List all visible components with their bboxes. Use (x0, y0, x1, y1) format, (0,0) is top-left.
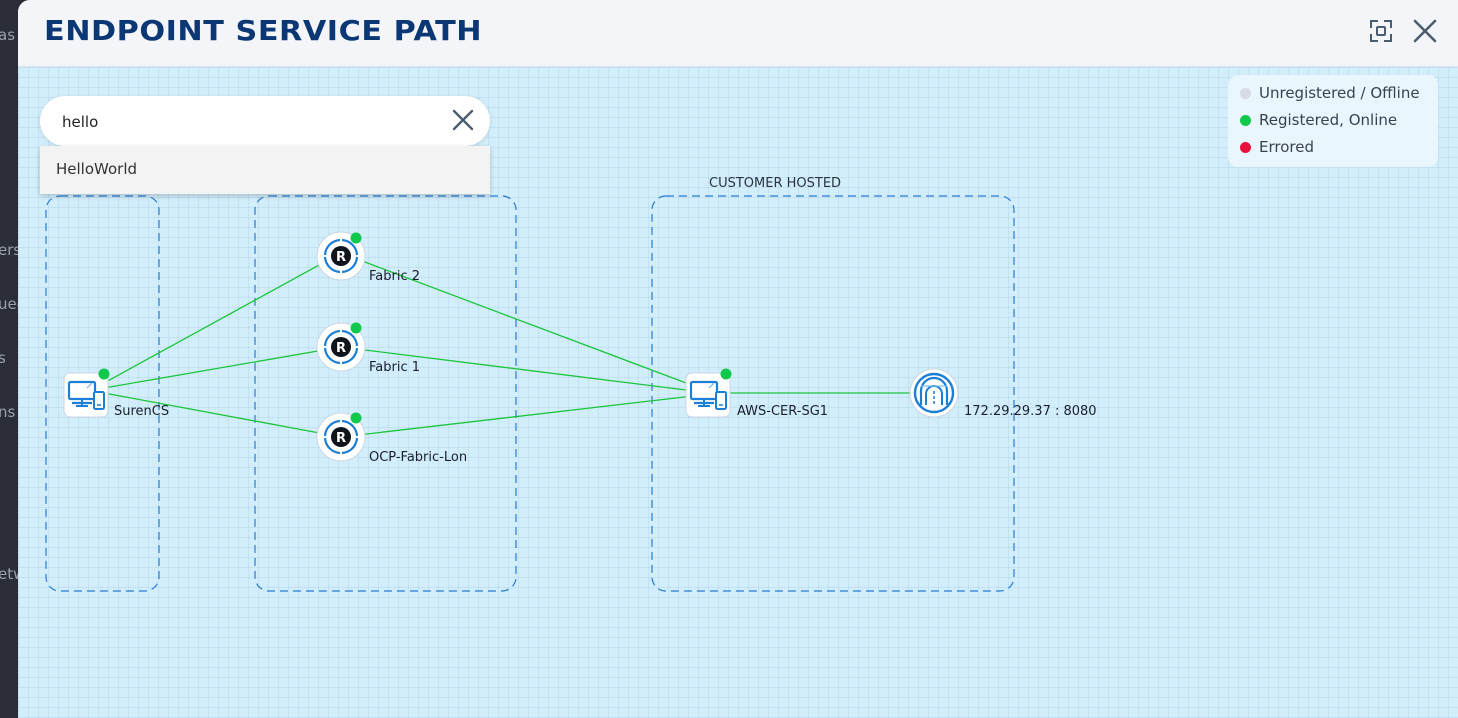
close-button[interactable] (1410, 16, 1440, 46)
node-label: SurenCS (114, 404, 169, 419)
close-icon (1413, 19, 1437, 43)
node-label: Fabric 2 (369, 269, 420, 284)
edge-fabric2-aws[interactable] (340, 252, 711, 393)
background-text: ued (0, 295, 18, 313)
background-text: s (0, 349, 6, 367)
edge-fabric1-aws[interactable] (340, 346, 711, 394)
node-surencs[interactable]: SurenCS (62, 368, 169, 420)
edge-surencs-fabric1[interactable] (103, 346, 342, 389)
background-text: etw (0, 565, 18, 583)
endpoint-service-path-modal: ENDPOINT SERVICE PATH (18, 0, 1458, 718)
service-endpoint-icon (908, 367, 960, 419)
client-device-icon (62, 371, 110, 419)
node-service-endpoint[interactable]: 172.29.29.37 : 8080 (908, 367, 1097, 419)
background-text: ers (0, 241, 18, 259)
status-online-dot (98, 368, 110, 380)
status-online-dot (720, 368, 732, 380)
edge-surencs-ocp[interactable] (103, 392, 342, 438)
legend-label: Unregistered / Offline (1259, 84, 1420, 102)
group-box-source (45, 195, 160, 592)
search-input[interactable] (60, 108, 434, 136)
status-legend: Unregistered / Offline Registered, Onlin… (1228, 75, 1438, 167)
service-path-graph: R CUSTOMER HOSTED (45, 176, 1097, 592)
node-label: AWS-CER-SG1 (737, 404, 828, 419)
search-clear-button[interactable] (450, 107, 476, 133)
node-label: OCP-Fabric-Lon (369, 450, 467, 465)
background-text: ns (0, 403, 16, 421)
search-results-dropdown: HelloWorld (40, 146, 490, 194)
expand-icon (1370, 20, 1392, 42)
search-result-item[interactable]: HelloWorld (40, 146, 490, 194)
edge-ocp-aws[interactable] (340, 393, 711, 438)
node-fabric-1[interactable]: Fabric 1 (315, 321, 420, 376)
edge-surencs-fabric2[interactable] (103, 252, 342, 384)
node-ocp-fabric-lon[interactable]: OCP-Fabric-Lon (315, 411, 467, 466)
node-label: 172.29.29.37 : 8080 (964, 404, 1097, 419)
modal-title: ENDPOINT SERVICE PATH (44, 14, 483, 47)
status-online-dot (350, 232, 362, 244)
legend-label: Errored (1259, 138, 1314, 156)
client-device-icon (684, 371, 732, 419)
node-label: Fabric 1 (369, 360, 420, 375)
status-dot (1240, 115, 1251, 126)
edges (103, 252, 934, 438)
group-box-customer-hosted (651, 195, 1015, 592)
status-online-dot (350, 322, 362, 334)
node-fabric-2[interactable]: Fabric 2 (315, 230, 420, 284)
status-online-dot (350, 412, 362, 424)
background-app: as ers ued s ns etw (0, 0, 18, 718)
legend-label: Registered, Online (1259, 111, 1398, 129)
status-dot (1240, 88, 1251, 99)
search-result-label: HelloWorld (56, 160, 138, 178)
close-icon (452, 109, 474, 131)
status-dot (1240, 142, 1251, 153)
search-box (40, 96, 490, 146)
group-label-customer-hosted: CUSTOMER HOSTED (709, 176, 841, 191)
background-text: as (0, 26, 16, 44)
modal-header: ENDPOINT SERVICE PATH (18, 0, 1458, 67)
expand-button[interactable] (1366, 16, 1396, 46)
node-aws-cer-sg1[interactable]: AWS-CER-SG1 (684, 368, 828, 420)
group-box-fabrics (254, 195, 517, 592)
graph-canvas[interactable]: R CUSTOMER HOSTED (18, 67, 1458, 718)
